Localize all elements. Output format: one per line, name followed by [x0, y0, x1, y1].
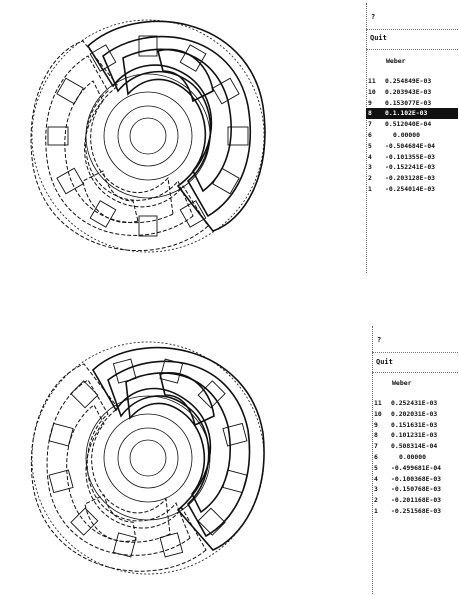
flux-plot-bottom	[30, 341, 265, 575]
positive-flux-lines	[86, 20, 266, 232]
level-row[interactable]: 1-0.251568E-03	[374, 506, 442, 515]
level-row[interactable]: 4-0.100368E-03	[374, 474, 442, 483]
positive-flux-lines	[91, 346, 265, 551]
rotor-inner	[117, 427, 179, 489]
level-row[interactable]: 1-0.254014E-03	[368, 184, 436, 193]
stator-outline	[31, 19, 265, 253]
unit-label: Weber	[392, 379, 412, 387]
level-row[interactable]: 5-0.499681E-04	[374, 463, 442, 472]
negative-flux-lines	[30, 40, 209, 252]
negative-flux-lines	[30, 363, 207, 572]
level-row[interactable]: 2-0.201168E-03	[374, 496, 442, 505]
panel-title: ?	[371, 13, 376, 21]
unit-label: Weber	[386, 57, 406, 65]
shaft	[129, 117, 167, 155]
level-row[interactable]: 3-0.152241E-03	[368, 163, 436, 172]
level-row[interactable]: 5-0.504684E-04	[368, 141, 436, 150]
quit-button[interactable]: Quit	[370, 34, 387, 42]
level-row[interactable]: 2-0.203128E-03	[368, 174, 436, 183]
panel-title: ?	[377, 336, 382, 344]
stator-bore	[85, 73, 211, 199]
rotor-outline	[103, 413, 193, 503]
shaft	[129, 439, 167, 477]
flux-plot-top	[30, 19, 266, 253]
level-row[interactable]: 3-0.150768E-03	[374, 485, 442, 494]
stator-slots	[47, 35, 249, 237]
rotor-outline	[103, 91, 193, 181]
rotor-inner	[117, 105, 179, 167]
level-row[interactable]: 4-0.101355E-03	[368, 152, 436, 161]
quit-button[interactable]: Quit	[376, 358, 393, 366]
